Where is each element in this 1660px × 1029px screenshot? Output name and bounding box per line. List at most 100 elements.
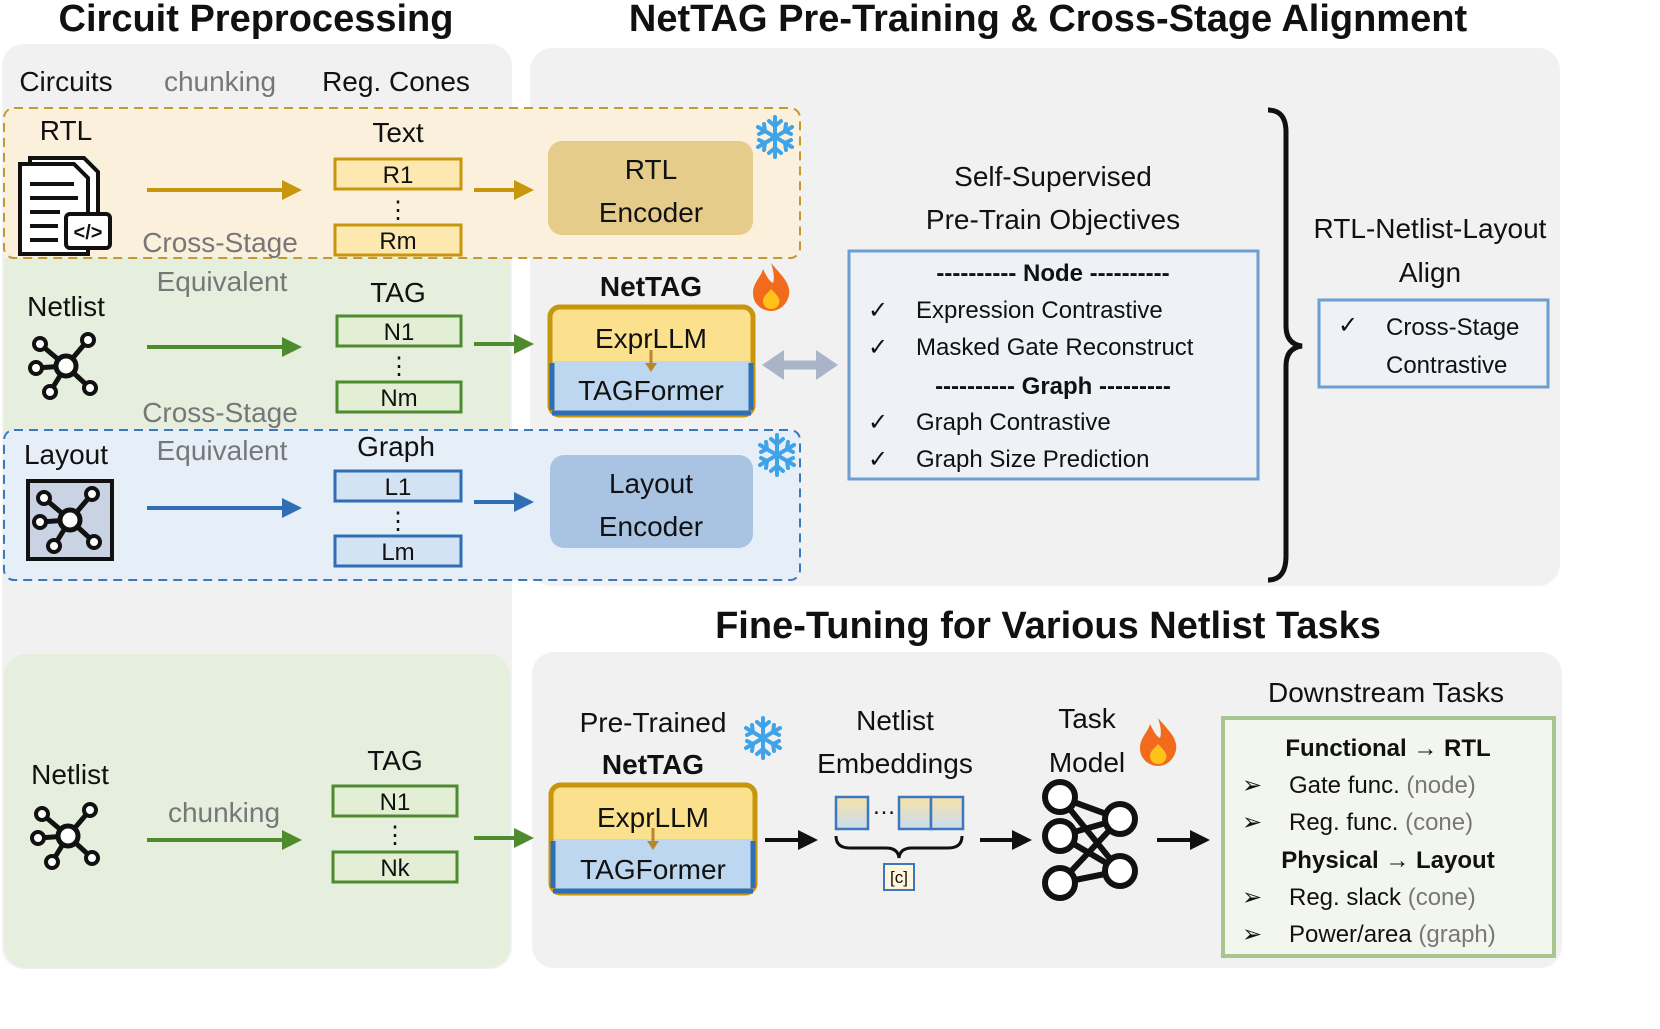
graph-header: ---------- Graph --------- — [935, 373, 1171, 400]
bullet-icon: ➢ — [1242, 884, 1262, 911]
svg-text:</>: </> — [74, 222, 103, 244]
rtl-cone-first-label: R1 — [383, 162, 414, 189]
embedding-brace — [834, 835, 964, 859]
nettag-model-box — [547, 304, 756, 418]
align-title-2: Align — [1399, 257, 1461, 288]
rtl-encoder-box — [548, 141, 753, 235]
rtl-encoder-line2: Encoder — [599, 197, 703, 228]
ft-netlist-label: Netlist — [31, 759, 109, 790]
bullet-icon: ➢ — [1242, 772, 1262, 799]
layout-encoder-box — [550, 455, 753, 548]
rtl-label: RTL — [40, 115, 92, 146]
embedding-dots: … — [872, 793, 896, 820]
graph-objective-2: Graph Size Prediction — [916, 446, 1149, 473]
ft-nettag-label: NetTAG — [602, 749, 704, 780]
align-box — [1317, 298, 1550, 389]
netlist-label: Netlist — [27, 291, 105, 322]
col-circuits: Circuits — [19, 66, 112, 97]
code-file-icon: </> — [18, 156, 112, 256]
layout-encoder-line2: Encoder — [599, 511, 703, 542]
embeddings-label-2: Embeddings — [817, 748, 973, 779]
pretrained-label: Pre-Trained — [580, 707, 727, 738]
ft-cone-last — [331, 850, 459, 884]
layout-cone-dots: ⋮ — [386, 508, 410, 535]
netlist-cone-first-label: N1 — [384, 319, 415, 346]
layout-cone-last-label: Lm — [381, 539, 414, 566]
layout-encoder-line1: Layout — [609, 468, 693, 499]
rtl-cone-dots: ⋮ — [386, 197, 410, 224]
objectives-title-1: Self-Supervised — [954, 161, 1152, 192]
embedding-vectors — [834, 795, 965, 831]
col-chunking: chunking — [164, 66, 276, 97]
cls-token: [c] — [890, 868, 908, 887]
task-model-label-1: Task — [1058, 703, 1117, 734]
ft-chunking-label: chunking — [168, 797, 280, 828]
ft-cone-last-label: Nk — [380, 855, 410, 882]
ft-nettag-model-box — [548, 782, 758, 896]
ft-cone-first — [331, 784, 459, 818]
exprllm-label: ExprLLM — [595, 323, 707, 354]
title-pretraining: NetTAG Pre-Training & Cross-Stage Alignm… — [629, 0, 1468, 40]
check-icon: ✓ — [1338, 312, 1358, 339]
layout-cone-last — [333, 534, 463, 568]
cls-token-box — [883, 863, 915, 891]
check-icon: ✓ — [868, 334, 888, 361]
finetune-netlist-band — [4, 654, 510, 968]
functional-task-2: Reg. func. (cone) — [1289, 809, 1473, 836]
check-icon: ✓ — [868, 409, 888, 436]
objectives-box — [847, 249, 1260, 481]
title-preprocessing: Circuit Preprocessing — [59, 0, 454, 40]
graph-objective-1: Graph Contrastive — [916, 409, 1111, 436]
ft-cone-dots: ⋮ — [383, 822, 407, 849]
netlist-type: TAG — [370, 277, 425, 308]
align-title-1: RTL-Netlist-Layout — [1314, 213, 1547, 244]
physical-task-1: Reg. slack (cone) — [1289, 884, 1476, 911]
netlist-cone-last-label: Nm — [380, 385, 417, 412]
bullet-icon: ➢ — [1242, 809, 1262, 836]
downstream-box — [1221, 716, 1556, 958]
cross-stage-label-2: Cross-Stage — [142, 397, 298, 428]
align-item-2: Contrastive — [1386, 352, 1507, 379]
node-header: ---------- Node ---------- — [936, 260, 1169, 287]
rtl-cone-last-label: Rm — [379, 228, 416, 255]
bidirectional-arrow — [762, 350, 838, 380]
rtl-type: Text — [372, 117, 424, 148]
layout-cone-first — [333, 469, 463, 503]
tagformer-label: TAGFormer — [578, 375, 724, 406]
layout-graph-icon — [26, 479, 114, 561]
netlist-cone-first — [335, 314, 463, 348]
ft-tagformer-label: TAGFormer — [580, 854, 726, 885]
align-item-1: Cross-Stage — [1386, 314, 1519, 341]
embeddings-label-1: Netlist — [856, 705, 934, 736]
alignment-brace — [1267, 107, 1303, 583]
ft-exprllm-label: ExprLLM — [597, 802, 709, 833]
task-model-label-2: Model — [1049, 747, 1125, 778]
nettag-label: NetTAG — [600, 271, 702, 302]
functional-header: Functional → RTL — [1285, 735, 1490, 762]
bullet-icon: ➢ — [1242, 921, 1262, 948]
col-cones: Reg. Cones — [322, 66, 470, 97]
rtl-cone-last — [333, 223, 463, 257]
layout-label: Layout — [24, 439, 108, 470]
rtl-cone-first — [333, 157, 463, 191]
ft-cone-first-label: N1 — [380, 789, 411, 816]
physical-task-2: Power/area (graph) — [1289, 921, 1496, 948]
netlist-cone-last — [335, 380, 463, 414]
equivalent-label-1: Equivalent — [157, 266, 288, 297]
layout-type: Graph — [357, 431, 435, 462]
neural-network-icon — [1042, 779, 1138, 901]
netlist-cone-dots: ⋮ — [387, 353, 411, 380]
rtl-encoder-line1: RTL — [625, 154, 677, 185]
ft-type: TAG — [367, 745, 422, 776]
check-icon: ✓ — [868, 446, 888, 473]
layout-cone-first-label: L1 — [385, 474, 412, 501]
downstream-title: Downstream Tasks — [1268, 677, 1504, 708]
physical-header: Physical → Layout — [1281, 847, 1494, 874]
check-icon: ✓ — [868, 297, 888, 324]
title-finetuning: Fine-Tuning for Various Netlist Tasks — [715, 605, 1381, 647]
cross-stage-label-1: Cross-Stage — [142, 227, 298, 258]
objectives-title-2: Pre-Train Objectives — [926, 204, 1180, 235]
functional-task-1: Gate func. (node) — [1289, 772, 1476, 799]
